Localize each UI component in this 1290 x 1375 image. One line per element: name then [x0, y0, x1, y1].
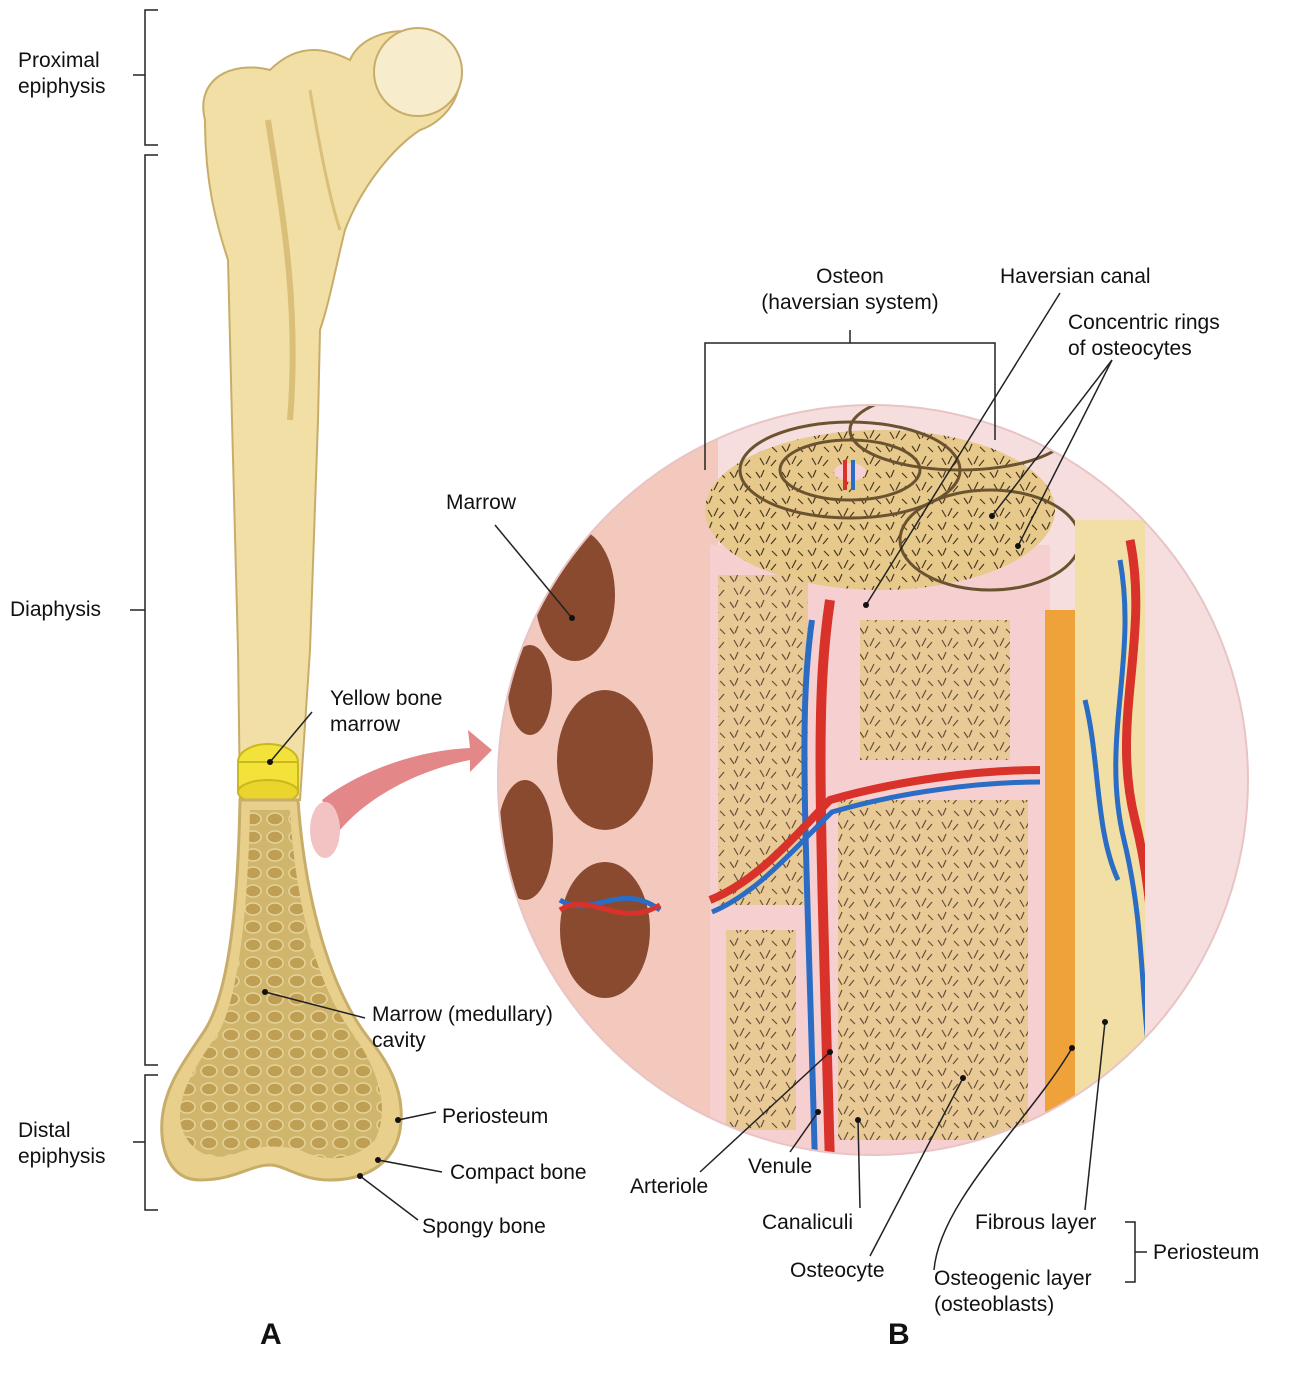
- label-osteogenic-layer: Osteogenic layer (osteoblasts): [934, 1266, 1092, 1318]
- label-fibrous-layer: Fibrous layer: [975, 1210, 1096, 1236]
- region-brackets: [130, 10, 158, 1210]
- label-canaliculi: Canaliculi: [762, 1210, 853, 1236]
- label-haversian-canal: Haversian canal: [1000, 264, 1151, 290]
- label-periosteum-a: Periosteum: [442, 1104, 548, 1130]
- label-venule: Venule: [748, 1154, 812, 1180]
- label-osteocyte: Osteocyte: [790, 1258, 885, 1284]
- panel-letter-a: A: [260, 1318, 282, 1352]
- magnified-section: [497, 390, 1265, 1170]
- label-marrow: Marrow: [446, 490, 516, 516]
- label-compact-bone: Compact bone: [450, 1160, 587, 1186]
- label-proximal-epiphysis: Proximal epiphysis: [18, 48, 106, 100]
- label-spongy-bone: Spongy bone: [422, 1214, 546, 1240]
- label-marrow-cavity: Marrow (medullary) cavity: [372, 1002, 553, 1054]
- panel-letter-b: B: [888, 1318, 910, 1352]
- label-distal-epiphysis: Distal epiphysis: [18, 1118, 106, 1170]
- label-yellow-bone-marrow: Yellow bone marrow: [330, 686, 443, 738]
- femoral-head: [374, 28, 462, 116]
- label-concentric-rings: Concentric rings of osteocytes: [1068, 310, 1220, 362]
- label-periosteum-b: Periosteum: [1153, 1240, 1259, 1266]
- label-diaphysis: Diaphysis: [10, 597, 101, 623]
- proximal-epiphysis-shape: [203, 31, 460, 800]
- label-arteriole: Arteriole: [630, 1174, 708, 1200]
- magnify-arrow: [322, 730, 492, 830]
- label-osteon: Osteon (haversian system): [742, 264, 958, 316]
